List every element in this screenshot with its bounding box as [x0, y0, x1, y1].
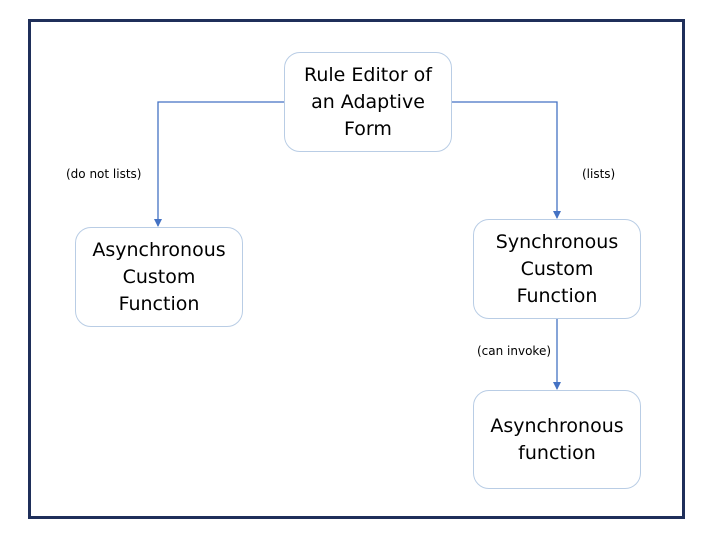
node-sync-custom-line-2: Custom: [520, 257, 594, 280]
node-async-custom-line-1: Asynchronous: [92, 238, 226, 261]
node-rule-editor: Rule Editor of an Adaptive Form: [284, 52, 452, 152]
node-rule-editor-line-1: Rule Editor of: [304, 63, 432, 86]
node-sync-custom-function: Synchronous Custom Function: [473, 219, 641, 319]
node-sync-custom-line-3: Function: [516, 284, 598, 307]
edge-label-lists: (lists): [582, 167, 616, 181]
node-async-custom-function: Asynchronous Custom Function: [75, 227, 243, 327]
node-async-function-line-2: function: [518, 441, 596, 464]
node-async-function-line-1: Asynchronous: [490, 414, 624, 437]
edge-label-can-invoke: (can invoke): [477, 344, 552, 358]
edge-label-do-not-lists: (do not lists): [66, 167, 142, 181]
node-rule-editor-line-3: Form: [344, 117, 392, 140]
node-sync-custom-line-1: Synchronous: [495, 230, 619, 253]
node-async-function: Asynchronous function: [473, 390, 641, 489]
node-async-custom-line-2: Custom: [122, 265, 196, 288]
node-async-custom-line-3: Function: [118, 292, 200, 315]
diagram-frame: [28, 19, 685, 519]
node-rule-editor-line-2: an Adaptive: [311, 90, 425, 113]
